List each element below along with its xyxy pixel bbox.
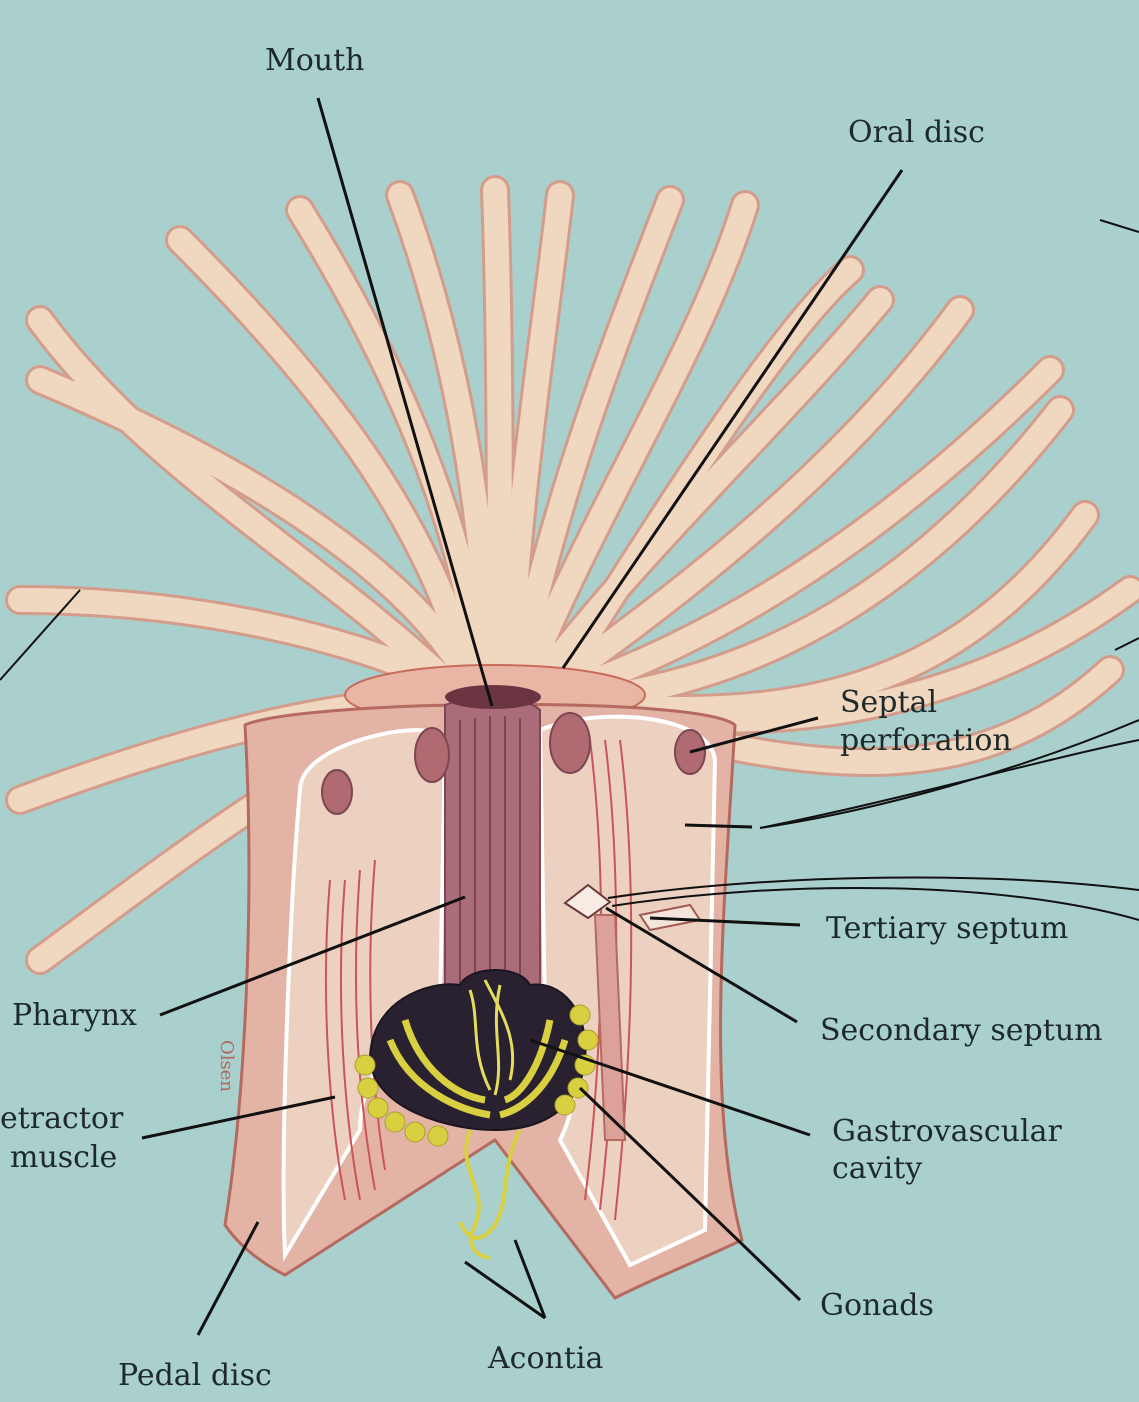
label-gastrovascular-cavity-line2: cavity [832,1150,922,1188]
label-secondary-septum: Secondary septum [820,1012,1103,1050]
label-septal-perforation-line2: perforation [840,722,1012,760]
artist-signature: Olsen [207,1040,245,1092]
label-acontia: Acontia [488,1340,603,1378]
label-oral-disc: Oral disc [848,114,985,152]
label-retractor-muscle-line1: etractor [0,1100,123,1138]
label-septal-perforation-line1: Septal [840,684,937,722]
label-pedal-disc: Pedal disc [118,1357,272,1395]
label-pharynx: Pharynx [12,997,137,1035]
label-tertiary-septum: Tertiary septum [826,910,1068,948]
label-gonads: Gonads [820,1287,934,1325]
label-gastrovascular-cavity-line1: Gastrovascular [832,1113,1062,1151]
label-mouth: Mouth [265,42,364,80]
label-retractor-muscle-line2: muscle [10,1139,117,1177]
